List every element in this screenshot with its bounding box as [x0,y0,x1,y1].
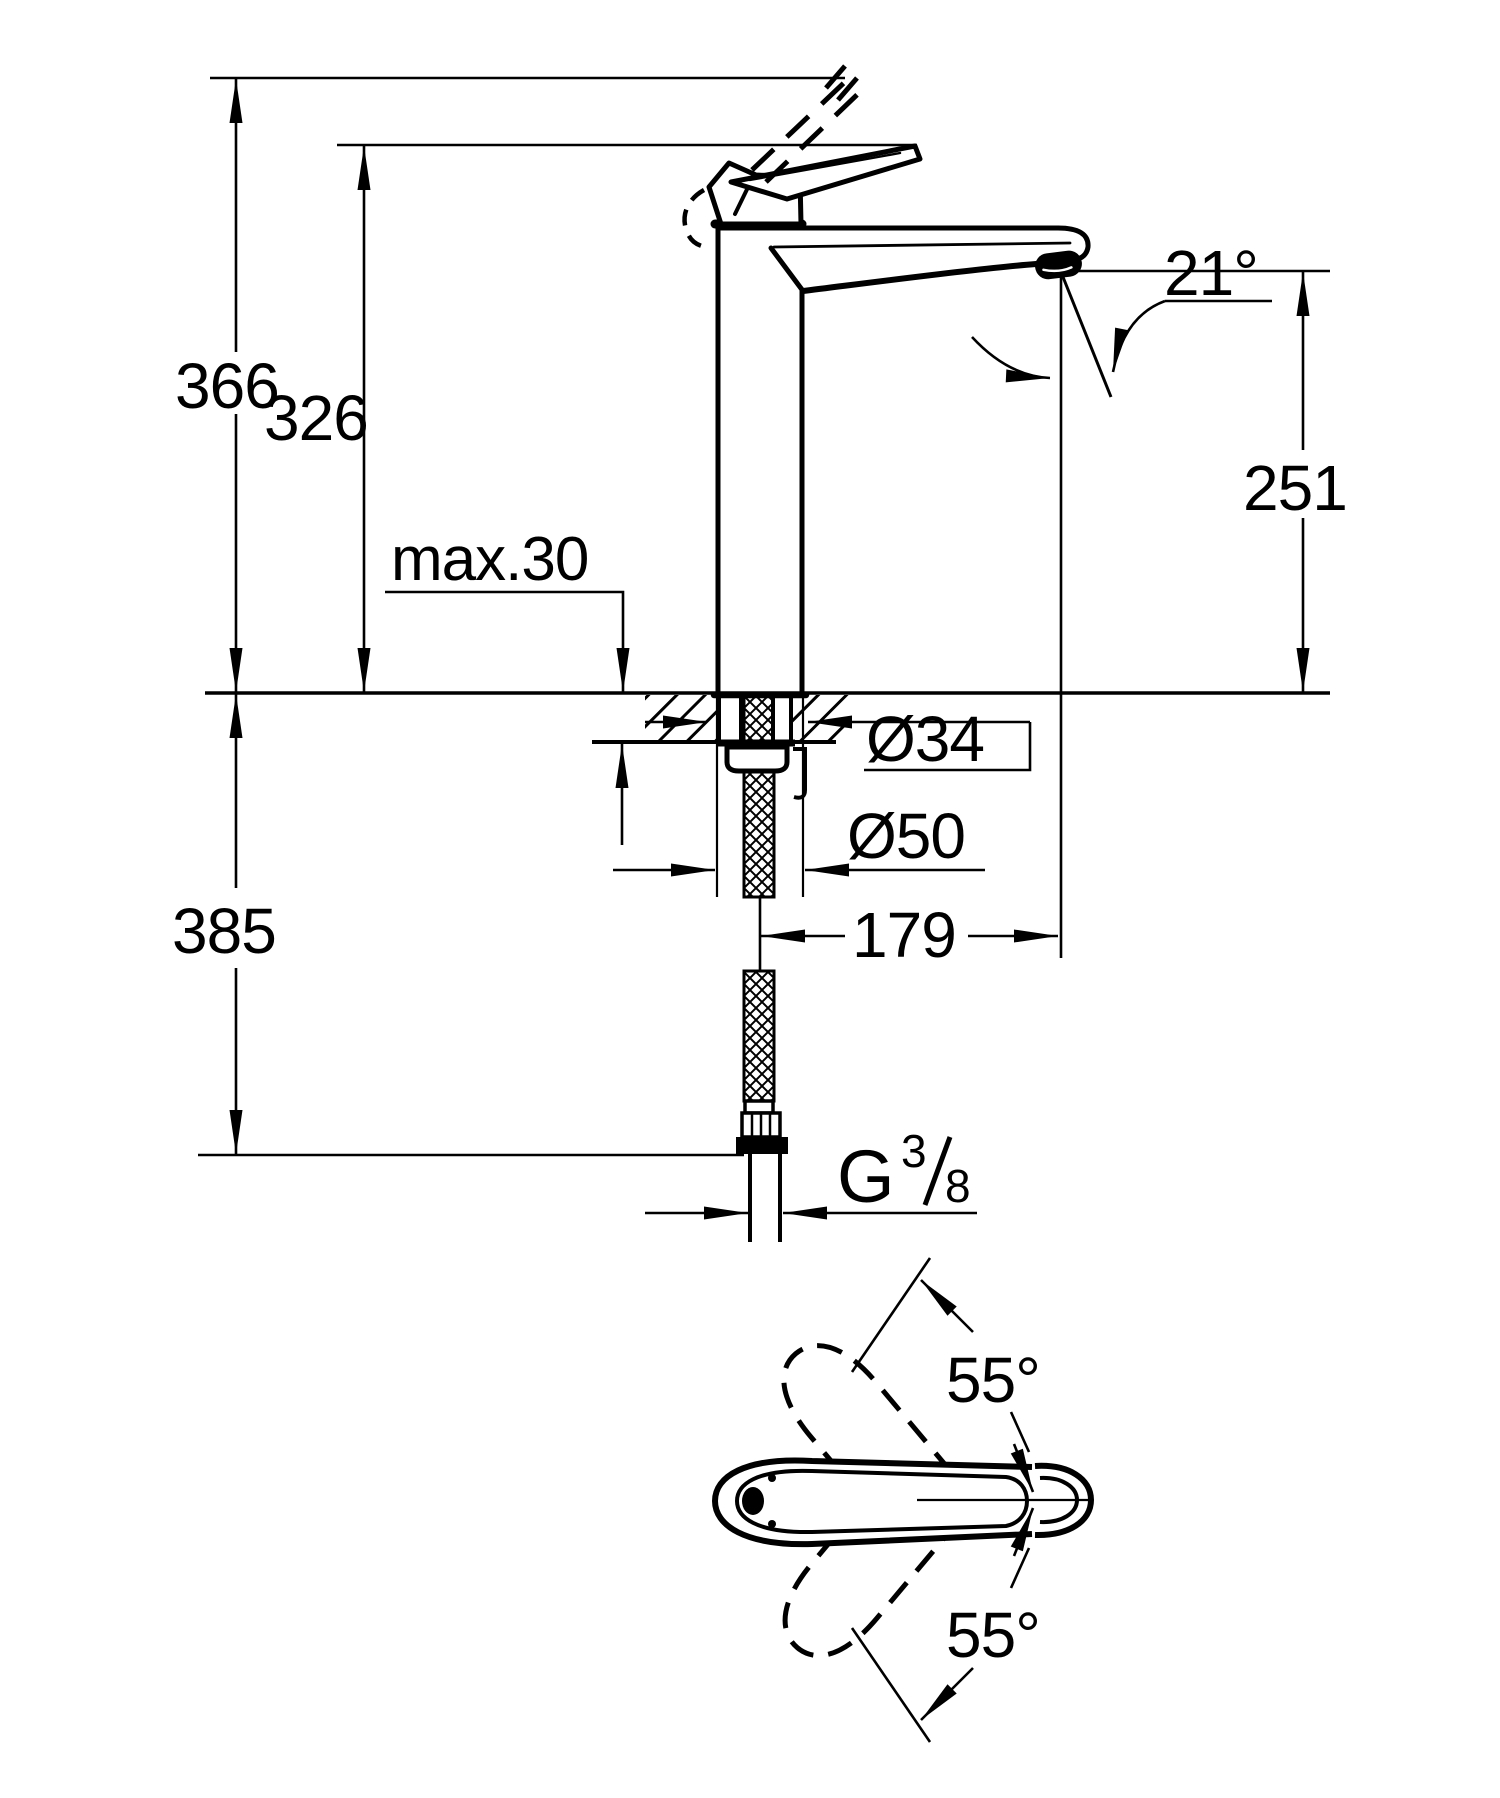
label-base-diameter: Ø50 [847,800,965,872]
label-swivel-upper: 55° [946,1344,1040,1416]
spout-underside [800,261,1039,294]
label-thread-denominator: 8 [945,1160,970,1212]
handle-swivel-upper-dashed [782,1471,955,1658]
label-overall-height: 366 [175,350,279,422]
handle-logo-mark [742,1487,764,1515]
dimension-base-diameter: Ø50 [613,698,985,897]
dimension-thread: G 3 8 [645,1125,977,1220]
mounting-shank-and-hose [717,692,807,1242]
label-lever-height: 326 [264,382,368,454]
dimension-hole-diameter: Ø34 [645,703,1032,775]
handle-plan-view [711,1343,1095,1658]
dimension-lever-height: 326 [264,143,917,692]
label-hole-diameter: Ø34 [866,703,984,775]
faucet-body-front [706,143,1091,699]
label-swivel-lower: 55° [946,1599,1040,1671]
dimension-swivel-lower: 55° [850,1507,1041,1743]
dimension-swivel-upper: 55° [850,1257,1041,1493]
spout-nose [1055,225,1091,262]
dimension-spout-angle: 21° [971,237,1330,958]
label-thread-numerator: 3 [901,1125,926,1177]
label-hose-length: 385 [172,895,276,967]
hose-hex-nut [736,1137,788,1154]
lever-open-dashed [682,64,862,250]
label-spout-outlet-height: 251 [1243,452,1347,524]
dimension-spout-reach: 179 [761,899,1058,971]
label-thread-letter: G [837,1135,894,1218]
label-spout-angle: 21° [1164,237,1258,309]
dimension-hose-length: 385 [172,694,744,1157]
dimension-max-mounting-thickness: max.30 [385,525,630,845]
handle-outline-solid [711,1457,1033,1548]
dimension-spout-outlet-height: 251 [1243,272,1348,692]
label-max-mounting-thickness: max.30 [391,525,588,594]
lever-closed [728,143,923,202]
dimension-overall-height: 366 [175,76,845,692]
handle-swivel-lower-dashed [781,1343,955,1530]
label-spout-reach: 179 [852,899,956,971]
aerator [1035,250,1082,280]
mounting-nut [724,744,790,774]
fraction-slash [922,1136,953,1206]
